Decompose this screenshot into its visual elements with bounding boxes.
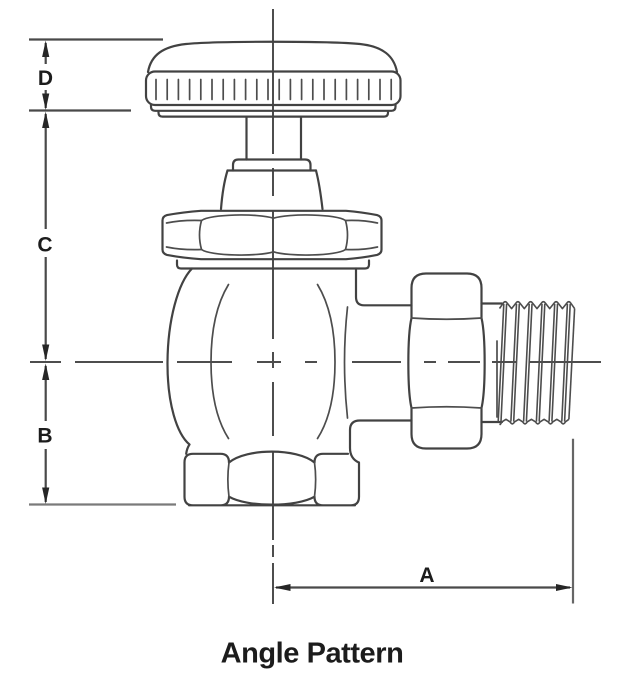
svg-text:B: B: [37, 425, 52, 448]
svg-text:C: C: [37, 234, 52, 257]
svg-text:D: D: [38, 67, 53, 90]
svg-text:A: A: [419, 564, 434, 587]
svg-text:Angle Pattern: Angle Pattern: [221, 638, 404, 670]
